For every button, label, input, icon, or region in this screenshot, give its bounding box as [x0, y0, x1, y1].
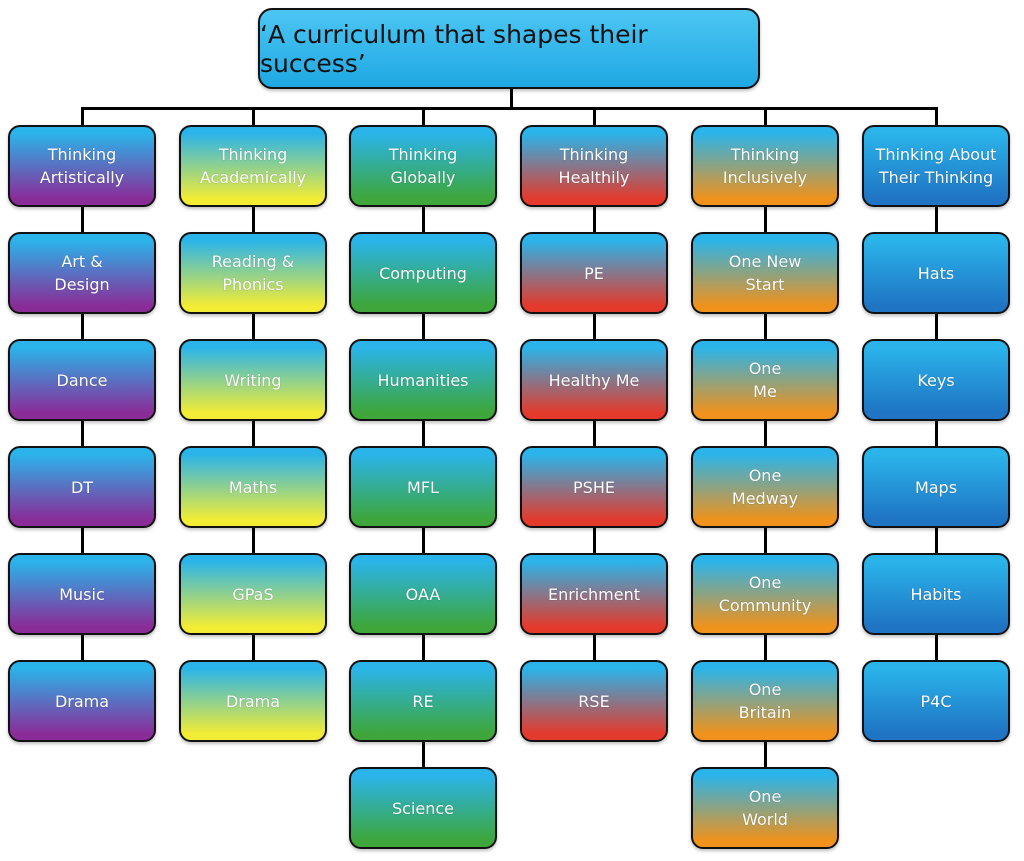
bus-connector [82, 107, 938, 110]
subject-box: One Medway [691, 446, 839, 528]
subject-box: PSHE [520, 446, 668, 528]
subject-box: Maps [862, 446, 1010, 528]
title-connector [510, 89, 513, 109]
subject-box: Habits [862, 553, 1010, 635]
subject-box: One Community [691, 553, 839, 635]
subject-box: Art & Design [8, 232, 156, 314]
subject-box: Maths [179, 446, 327, 528]
column-heading-box: Thinking Artistically [8, 125, 156, 207]
subject-box: Computing [349, 232, 497, 314]
subject-box: Drama [8, 660, 156, 742]
curriculum-title: ‘A curriculum that shapes their success’ [260, 19, 648, 78]
curriculum-title-box: ‘A curriculum that shapes their success’ [258, 8, 760, 89]
subject-box: Drama [179, 660, 327, 742]
column-heading-box: Thinking Healthily [520, 125, 668, 207]
subject-box: Hats [862, 232, 1010, 314]
subject-box: One World [691, 767, 839, 849]
column-connector [764, 107, 767, 777]
subject-box: One Me [691, 339, 839, 421]
subject-box: OAA [349, 553, 497, 635]
column-connector [422, 107, 425, 777]
subject-box: Reading & Phonics [179, 232, 327, 314]
subject-box: One New Start [691, 232, 839, 314]
subject-box: P4C [862, 660, 1010, 742]
column-heading-box: Thinking Academically [179, 125, 327, 207]
subject-box: One Britain [691, 660, 839, 742]
column-heading-box: Thinking About Their Thinking [862, 125, 1010, 207]
subject-box: PE [520, 232, 668, 314]
subject-box: Humanities [349, 339, 497, 421]
subject-box: RSE [520, 660, 668, 742]
column-heading-box: Thinking Globally [349, 125, 497, 207]
subject-box: Writing [179, 339, 327, 421]
subject-box: Keys [862, 339, 1010, 421]
subject-box: Dance [8, 339, 156, 421]
subject-box: Enrichment [520, 553, 668, 635]
subject-box: GPaS [179, 553, 327, 635]
subject-box: Music [8, 553, 156, 635]
subject-box: Healthy Me [520, 339, 668, 421]
subject-box: MFL [349, 446, 497, 528]
subject-box: Science [349, 767, 497, 849]
column-heading-box: Thinking Inclusively [691, 125, 839, 207]
subject-box: RE [349, 660, 497, 742]
subject-box: DT [8, 446, 156, 528]
